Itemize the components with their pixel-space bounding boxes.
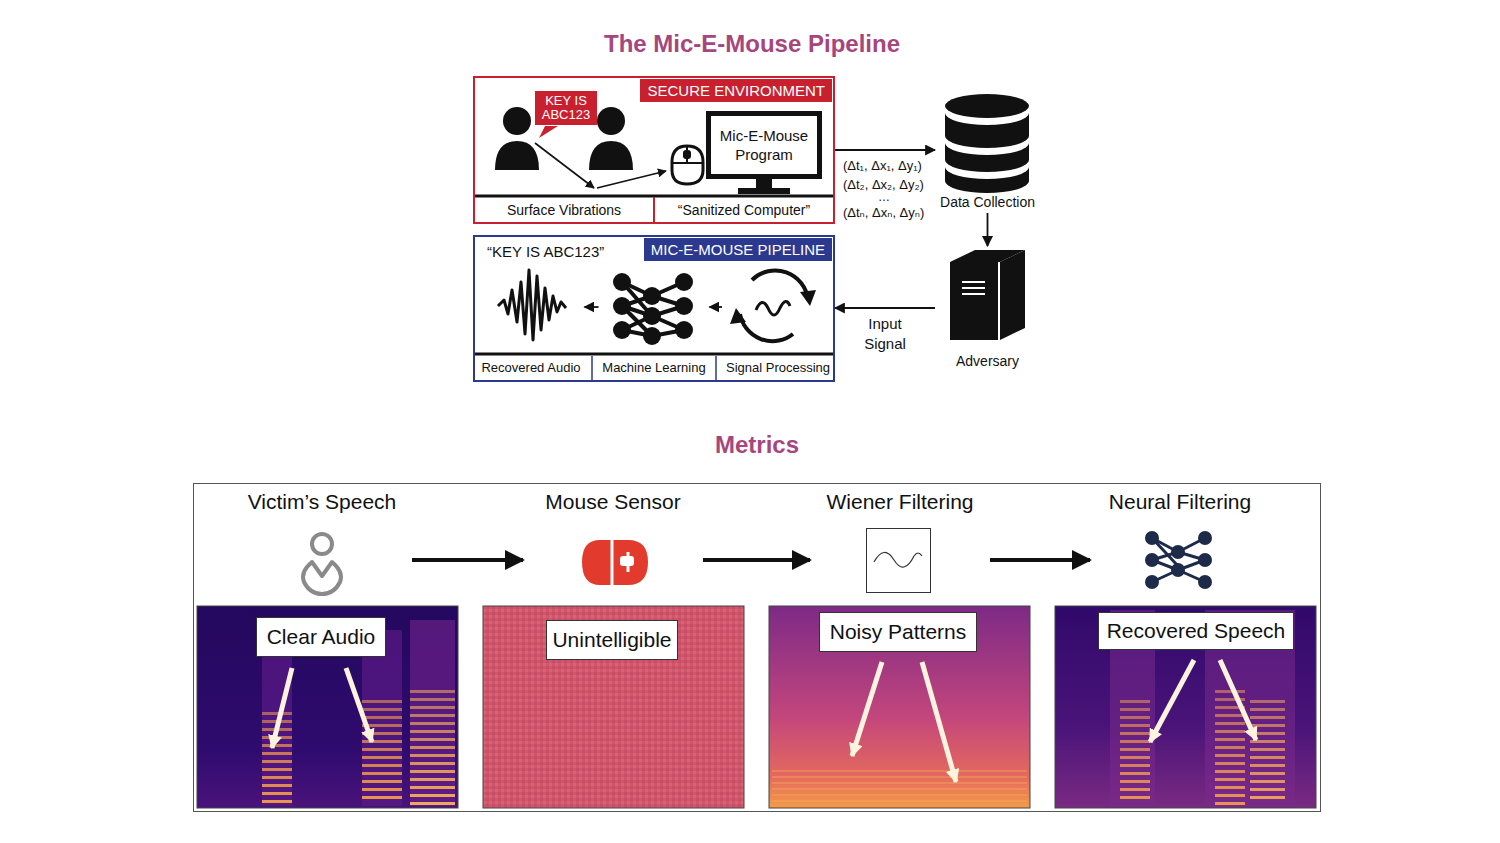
node-text: Clear Audio <box>267 625 376 649</box>
spectrogram-label: Noisy Patterns <box>819 612 978 652</box>
node-text: “Sanitized Computer” <box>678 202 810 218</box>
node-text: Mouse Sensor <box>545 490 680 514</box>
cell-label: “Sanitized Computer” <box>656 198 832 222</box>
monitor-screen: Mic-E-Mouse Program <box>706 111 822 179</box>
database-node: Data Collection <box>935 88 1040 213</box>
server-node: Adversary <box>935 246 1040 371</box>
stage-header: Neural Filtering <box>1090 490 1270 602</box>
cell-label: Surface Vibrations <box>476 198 652 222</box>
arrow-connector <box>835 307 935 309</box>
coordinate-label: (Δt₂, Δx₂, Δy₂) <box>843 177 924 192</box>
arrow-connector <box>412 558 523 562</box>
pipeline-panel: MIC-E-MOUSE PIPELINE “KEY IS ABC123” Recov… <box>473 235 835 382</box>
pipeline-stage: Signal Processing <box>722 268 834 380</box>
spectrogram-label: Clear Audio <box>256 617 387 657</box>
stage-header: Wiener Filtering <box>810 490 990 602</box>
node-text: SECURE ENVIRONMENT <box>640 79 832 102</box>
arrow-connector <box>703 558 810 562</box>
edge-label: Input Signal <box>854 314 916 354</box>
node-text: Recovered Speech <box>1107 619 1286 643</box>
stage-header: Mouse Sensor <box>523 490 703 602</box>
node-text: Unintelligible <box>552 628 671 652</box>
node-text: Machine Learning <box>602 360 705 380</box>
node-subtext: “KEY IS ABC123” <box>487 243 604 260</box>
node-text: Recovered Audio <box>481 360 580 380</box>
node-text: Data Collection <box>940 194 1035 213</box>
arrow-connector <box>835 149 935 151</box>
stage-header: Victim’s Speech <box>232 490 412 602</box>
spectrogram-label: Recovered Speech <box>1098 612 1295 650</box>
node-text: Signal Processing <box>726 360 830 380</box>
speech-bubble: KEY IS ABC123 <box>535 91 597 125</box>
node-text: KEY IS ABC123 <box>537 94 595 122</box>
coordinate-label: (Δt₁, Δx₁, Δy₁) <box>843 158 922 173</box>
node-text: Victim’s Speech <box>248 490 397 514</box>
arrow-connector <box>710 306 723 308</box>
arrow-connector <box>987 213 989 246</box>
node-text: Neural Filtering <box>1109 490 1251 514</box>
section-title: Metrics <box>715 431 799 459</box>
node-text: MIC-E-MOUSE PIPELINE <box>644 238 832 261</box>
pipeline-stage: Recovered Audio <box>478 268 585 380</box>
pipeline-stage: Machine Learning <box>599 268 710 380</box>
arrow-connector <box>585 306 599 308</box>
environment-panel: SECURE ENVIRONMENT KEY IS ABC123Mic-E-Mou… <box>473 76 835 224</box>
node-text: Surface Vibrations <box>507 202 621 218</box>
node-text: Wiener Filtering <box>826 490 973 514</box>
node-text: Noisy Patterns <box>830 620 967 644</box>
arrow-connector <box>990 558 1090 562</box>
coordinate-label: (Δtₙ, Δxₙ, Δyₙ) <box>843 205 924 220</box>
spectrogram-label: Unintelligible <box>546 620 677 660</box>
node-text: Adversary <box>956 353 1019 371</box>
coordinate-label: … <box>878 192 890 202</box>
node-text: Mic-E-Mouse Program <box>711 126 817 164</box>
diagram-title: The Mic-E-Mouse Pipeline <box>604 30 900 58</box>
